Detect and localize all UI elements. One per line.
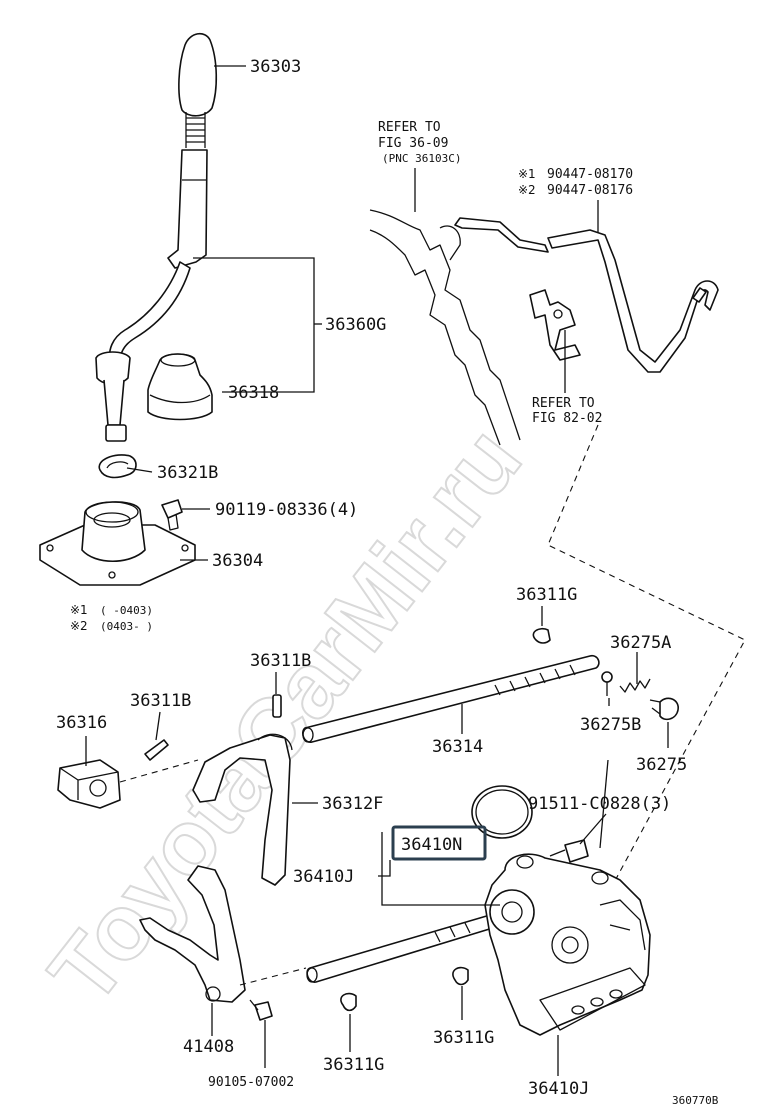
label-36311b-mid: 36311B xyxy=(250,651,311,671)
cable-bracket xyxy=(529,289,581,361)
shift-fork-shaft-lower xyxy=(306,914,500,983)
label-36311g-bottom: 36311G xyxy=(323,1055,384,1075)
detent-plug xyxy=(649,697,679,721)
label-36275b: 36275B xyxy=(580,715,641,735)
shift-boot xyxy=(147,353,213,421)
legend-2-mark: ※2 xyxy=(70,619,88,633)
shift-lever xyxy=(95,149,208,442)
label-36410j-left: 36410J xyxy=(293,867,354,887)
shift-knob xyxy=(178,32,218,148)
floor-panel-section xyxy=(369,209,521,446)
cable-note-1-part: 90447-08170 xyxy=(547,167,633,182)
refer-lower-line1: REFER TO xyxy=(532,396,595,411)
pin-left xyxy=(144,739,169,761)
label-36410n: 36410N xyxy=(401,835,462,855)
detent-spring xyxy=(619,678,651,693)
refer-upper-line3: (PNC 36103C) xyxy=(382,152,461,165)
o-ring xyxy=(471,785,533,839)
label-90105-07002: 90105-07002 xyxy=(208,1075,294,1090)
shift-cable xyxy=(454,217,719,373)
label-36311g-top: 36311G xyxy=(516,585,577,605)
leader-lines xyxy=(85,65,669,1076)
retainer-bolt xyxy=(161,499,183,531)
shift-fork-shaft-upper xyxy=(302,654,600,743)
cable-note-2-part: 90447-08176 xyxy=(547,183,633,198)
shift-fork-upper xyxy=(192,733,293,886)
legend-2-range: (0403- ) xyxy=(100,620,153,633)
cable-note-2-mark: ※2 xyxy=(518,183,536,197)
detent-ball xyxy=(601,671,613,696)
highlight-box-36410n xyxy=(391,825,487,861)
shift-head xyxy=(57,759,121,809)
label-36275: 36275 xyxy=(636,755,687,775)
label-36304: 36304 xyxy=(212,551,263,571)
label-41408: 41408 xyxy=(183,1037,234,1057)
e-ring-top xyxy=(532,627,551,644)
label-36318: 36318 xyxy=(228,383,279,403)
label-36360g: 36360G xyxy=(325,315,386,335)
label-91511-c0828: 91511-C0828(3) xyxy=(528,794,671,814)
label-36314: 36314 xyxy=(432,737,483,757)
label-36321b: 36321B xyxy=(157,463,218,483)
figure-id: 360770B xyxy=(672,1094,719,1107)
label-36311b-left: 36311B xyxy=(130,691,191,711)
label-36303: 36303 xyxy=(250,57,301,77)
shift-fork-lower xyxy=(139,865,246,1003)
label-36316: 36316 xyxy=(56,713,107,733)
label-36311g-right: 36311G xyxy=(433,1028,494,1048)
cable-connection-dashline xyxy=(547,424,746,891)
lower-bolt xyxy=(249,999,273,1021)
e-ring-bottom xyxy=(340,992,357,1012)
label-36312f: 36312F xyxy=(322,794,383,814)
legend-1-mark: ※1 xyxy=(70,603,88,617)
shift-lever-retainer xyxy=(39,501,196,586)
refer-upper-line2: FIG 36-09 xyxy=(378,136,448,151)
legend-1-range: ( -0403) xyxy=(100,604,153,617)
refer-upper-line1: REFER TO xyxy=(378,120,441,135)
pin-mid xyxy=(272,694,282,718)
refer-lower-line2: FIG 82-02 xyxy=(532,411,602,426)
label-36410j-bottom: 36410J xyxy=(528,1079,589,1099)
cable-note-1-mark: ※1 xyxy=(518,167,536,181)
cover-bolt xyxy=(549,839,589,863)
shift-lever-housing-assy xyxy=(484,853,651,1036)
snap-ring xyxy=(98,454,137,479)
label-90119-08336: 90119-08336(4) xyxy=(215,500,358,520)
e-ring-right xyxy=(452,966,469,986)
label-36275a: 36275A xyxy=(610,633,671,653)
